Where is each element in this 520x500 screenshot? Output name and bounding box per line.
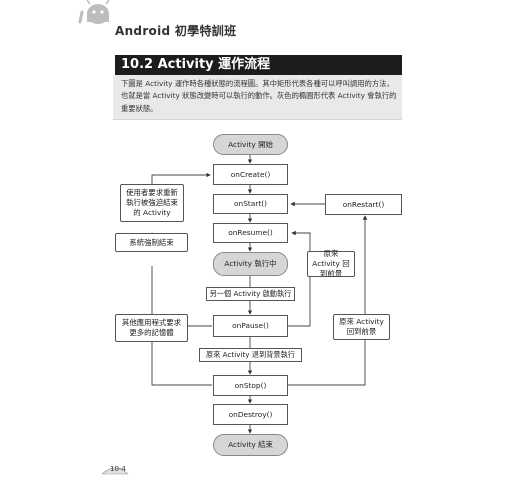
start-state: Activity 開始 (213, 134, 288, 155)
section-title-bar (115, 55, 402, 75)
start-state-label: Activity 開始 (228, 139, 273, 149)
book-title: Android 初學特訓班 (115, 24, 237, 38)
section-title: 10.2 Activity 運作流程 (121, 57, 271, 72)
back-foreground-note-1: 原來 Activity 回到前景 (307, 249, 355, 278)
running-state: Activity 執行中 (213, 252, 288, 276)
user-restart-text: 使用者要求重新執行被強迫結束的 Activity (126, 188, 178, 217)
running-state-label: Activity 執行中 (224, 259, 277, 268)
onrestart-box: onRestart() (325, 194, 402, 215)
page-header: Android 初學特訓班 (0, 0, 520, 50)
memory-request-text: 其他應用程式要求更多的記憶體 (121, 318, 182, 337)
onresume-label: onResume() (228, 228, 273, 237)
oncreate-label: onCreate() (230, 169, 271, 179)
onresume-box: onResume() (213, 223, 288, 243)
onpause-box: onPause() (213, 315, 288, 337)
another-activity-text: 另一個 Activity 啟動執行 (209, 289, 292, 298)
back-to-background-label: 原來 Activity 退到背景執行 (199, 348, 302, 362)
ondestroy-label: onDestroy() (228, 409, 273, 419)
onrestart-label: onRestart() (342, 199, 385, 209)
page-number: 10-4 (110, 465, 126, 473)
intro-box (113, 75, 402, 120)
android-mascot-icon (78, 0, 110, 24)
onstart-label: onStart() (233, 199, 268, 208)
end-state-label: Activity 結束 (228, 440, 273, 449)
ondestroy-box: onDestroy() (213, 404, 288, 425)
user-restart-note: 使用者要求重新執行被強迫結束的 Activity (120, 184, 184, 222)
back-foreground-note-2: 原來 Activity 回到前景 (333, 314, 390, 340)
memory-request-note: 其他應用程式要求更多的記憶體 (115, 314, 188, 342)
oncreate-box: onCreate() (213, 164, 288, 185)
onpause-label: onPause() (232, 321, 269, 330)
intro-text: 下圖是 Activity 運作時各種狀態的流程圖。其中矩形代表各種可以呼叫調用的… (121, 79, 397, 113)
end-state: Activity 結束 (213, 434, 288, 456)
system-killed-text: 系統強制結束 (129, 237, 174, 247)
page-number-tab (101, 467, 129, 475)
system-killed-note: 系統強制結束 (115, 233, 188, 252)
onstart-box: onStart() (213, 194, 288, 214)
another-activity-label: 另一個 Activity 啟動執行 (206, 287, 295, 301)
back-to-background-text: 原來 Activity 退到背景執行 (206, 350, 295, 359)
back-foreground-text-2: 原來 Activity 回到前景 (339, 317, 384, 336)
back-foreground-text-1: 原來 Activity 回到前景 (312, 249, 350, 278)
onstop-box: onStop() (213, 375, 288, 396)
onstop-label: onStop() (234, 380, 267, 390)
